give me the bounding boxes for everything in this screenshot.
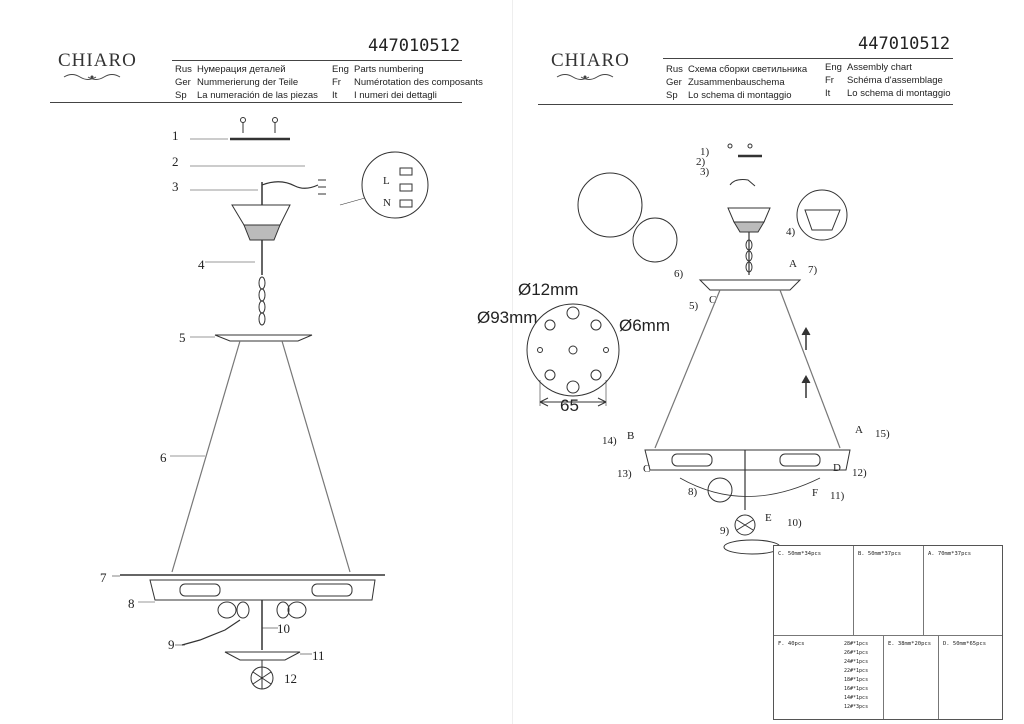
- crystal-letter-c-ring: C: [643, 463, 651, 475]
- step-12: 12): [852, 467, 867, 479]
- header-rule-top-right: [663, 58, 953, 59]
- dim-w65: 65: [560, 396, 579, 415]
- f-item: 14#*1pcs: [844, 695, 869, 701]
- part-label-3: 3: [172, 179, 179, 194]
- dim-d6: Ø6mm: [619, 316, 670, 335]
- canopy: [231, 204, 291, 226]
- crystal-letter-f: F: [812, 487, 819, 499]
- brand-logo: CHIARO: [58, 50, 137, 71]
- part-label-4: 4: [198, 257, 205, 272]
- rod-left: [171, 340, 241, 573]
- f-item: 28#*1pcs: [844, 641, 869, 647]
- dim-d93: Ø93mm: [477, 308, 538, 327]
- bulb-right: [311, 583, 353, 597]
- part-label-12: 12: [284, 671, 297, 686]
- crystal-letter-a-ring: A: [855, 424, 863, 436]
- table-cell-b: B. 50mm*37pcs: [854, 546, 924, 636]
- table-cell-e: E. 38mm*20pcs: [884, 636, 939, 719]
- step-2: 2): [696, 156, 706, 168]
- terminal-detail: [361, 151, 429, 219]
- lamp-frame: [149, 579, 376, 601]
- part-label-9: 9: [168, 637, 175, 652]
- step-4: 4): [786, 226, 796, 238]
- step-8: 8): [688, 486, 698, 498]
- f-item: 24#*1pcs: [844, 659, 869, 665]
- crystal-letter-a-top: A: [789, 258, 797, 270]
- step-6: 6): [674, 268, 684, 280]
- screw-icon: [240, 117, 278, 133]
- part-label-5: 5: [179, 330, 186, 345]
- step-9: 9): [720, 525, 730, 537]
- part-label-11: 11: [312, 648, 325, 663]
- table-cell-c: C. 50mm*34pcs: [774, 546, 854, 636]
- part-label-7: 7: [100, 570, 107, 585]
- bulb-left: [179, 583, 221, 597]
- step-5: 5): [689, 300, 699, 312]
- header-rule-bottom-right: [538, 104, 953, 105]
- brand-swirl-icon-right: [556, 74, 614, 80]
- crystal-letter-c-top: C: [709, 294, 717, 306]
- step-15: 15): [875, 428, 890, 440]
- table-cell-f: F. 40pcs 28#*1pcs 26#*1pcs 24#*1pcs 22#*…: [774, 636, 884, 719]
- dim-d12: Ø12mm: [518, 280, 579, 299]
- brand-swirl-icon: [63, 74, 121, 80]
- wire-label-l: L: [383, 175, 390, 187]
- brand-logo-right: CHIARO: [551, 50, 630, 71]
- product-code-right: 447010512: [858, 34, 951, 54]
- mounting-plate-detail: [526, 303, 620, 397]
- crystal-letter-d: D: [833, 462, 841, 474]
- table-cell-a: A. 70mm*37pcs: [924, 546, 1002, 636]
- wire-label-n: N: [383, 197, 391, 209]
- f-item: 26#*1pcs: [844, 650, 869, 656]
- part-label-2: 2: [172, 154, 179, 169]
- product-code: 447010512: [368, 36, 461, 56]
- step-3: 3): [700, 166, 710, 178]
- canopy-detail: [796, 189, 848, 241]
- step-10: 10): [787, 517, 802, 529]
- f-item: 16#*1pcs: [844, 686, 869, 692]
- part-label-10: 10: [277, 621, 290, 636]
- header-rule-bottom: [50, 102, 462, 103]
- crystal-letter-e: E: [765, 512, 772, 524]
- part-label-1: 1: [172, 128, 179, 143]
- f-item: 22#*1pcs: [844, 668, 869, 674]
- step-11: 11): [830, 490, 845, 502]
- bottom-bowl: [224, 651, 301, 661]
- crystal-parts-table: C. 50mm*34pcs B. 50mm*37pcs A. 70mm*37pc…: [773, 545, 1003, 720]
- part-label-6: 6: [160, 450, 167, 465]
- rod-right: [281, 340, 351, 573]
- crystal-letter-b: B: [627, 430, 635, 442]
- top-plate: [214, 334, 313, 342]
- table-cell-d: D. 50mm*65pcs: [943, 641, 987, 647]
- part-label-8: 8: [128, 596, 135, 611]
- step-13: 13): [617, 468, 632, 480]
- chain: [258, 276, 266, 326]
- step-1: 1): [700, 146, 710, 158]
- step-14: 14): [602, 435, 617, 447]
- step-7: 7): [808, 264, 818, 276]
- header-rule-top: [172, 60, 462, 61]
- terminal-detail-right: [577, 172, 643, 238]
- f-item: 12#*3pcs: [844, 704, 869, 710]
- f-item: 18#*1pcs: [844, 677, 869, 683]
